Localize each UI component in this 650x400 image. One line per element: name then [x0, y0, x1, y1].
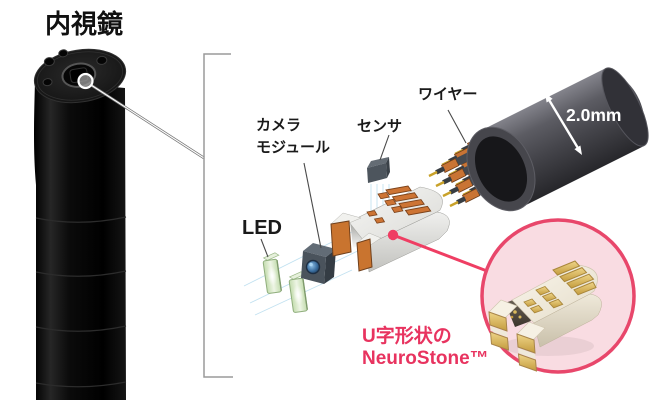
- camera-label-line: [303, 162, 322, 249]
- neurostone-callout: [387, 218, 636, 374]
- endoscope-photo: [33, 48, 205, 400]
- back-prong-copper-face: [330, 220, 352, 257]
- magnify-bracket: [203, 53, 233, 378]
- callout-label-line2: NeuroStone™: [362, 348, 489, 369]
- led-chip-1: [261, 251, 285, 295]
- cable-sheath: [466, 67, 649, 212]
- callout-anchor-dot: [387, 229, 399, 241]
- tip-marker-circle: [77, 72, 94, 90]
- scope-channel-hole: [58, 49, 69, 58]
- cable-opening-hole: [474, 136, 528, 202]
- scope-channel-hole: [42, 78, 53, 87]
- neurostone-photo: [488, 260, 602, 372]
- callout-label-line1: U字形状の: [362, 324, 452, 347]
- camera-lens-icon: [305, 259, 321, 275]
- camera-module-cube: [301, 243, 336, 284]
- sensor-label: センサ: [357, 118, 402, 135]
- sensor-label-line: [379, 134, 390, 161]
- camera-module-label-line2: モジュール: [256, 139, 330, 156]
- wire-label-line: [447, 109, 467, 144]
- sensor-chip: [367, 157, 390, 183]
- label-lines: [260, 109, 467, 258]
- scope-channel-hole: [96, 55, 108, 65]
- cable-end-cap: [601, 67, 649, 147]
- neurostone-module: [330, 185, 450, 273]
- page-title: 内視鏡: [45, 9, 123, 39]
- diameter-arrow: [545, 93, 582, 155]
- copper-pads-small-row: [377, 191, 404, 213]
- callout-leader-line: [392, 233, 488, 273]
- front-prong-copper-face: [356, 238, 373, 272]
- diameter-label: 2.0mm: [566, 105, 621, 125]
- copper-pads-bars: [385, 185, 432, 216]
- copper-pads-near-slot: [366, 210, 386, 224]
- led-label: LED: [242, 217, 282, 239]
- wire-label: ワイヤー: [418, 86, 478, 103]
- scope-channel-hole: [43, 57, 55, 67]
- led-label-line: [260, 238, 269, 258]
- camera-module-label-line1: カメラ: [256, 117, 301, 134]
